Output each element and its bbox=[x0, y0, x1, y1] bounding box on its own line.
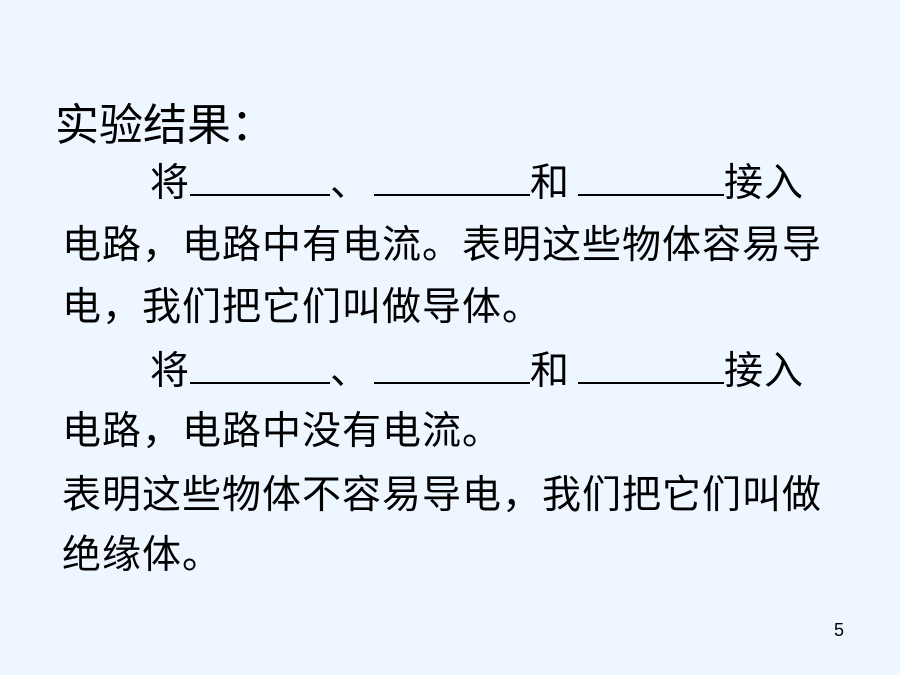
blank-6[interactable] bbox=[578, 346, 725, 384]
text: 、 bbox=[330, 349, 371, 394]
insulator-line-3: 表明这些物体不容易导电，我们把它们叫做 bbox=[62, 473, 823, 518]
conductor-line-3: 电，我们把它们叫做导体。 bbox=[62, 285, 543, 330]
text: 和 bbox=[530, 349, 571, 394]
insulator-line-4: 绝缘体。 bbox=[62, 533, 223, 578]
text: 和 bbox=[530, 161, 571, 206]
slide-title: 实验结果： bbox=[55, 100, 275, 151]
insulator-line-2: 电路，电路中没有电流。 bbox=[62, 409, 503, 454]
text: 、 bbox=[330, 161, 371, 206]
blank-4[interactable] bbox=[190, 346, 331, 384]
text: 将 bbox=[150, 349, 191, 394]
conductor-line-2: 电路，电路中有电流。表明这些物体容易导 bbox=[62, 223, 823, 268]
conductor-fill-line: 将 、 和 接入 bbox=[150, 158, 804, 208]
blank-1[interactable] bbox=[190, 158, 331, 196]
insulator-fill-line: 将 、 和 接入 bbox=[150, 346, 804, 396]
text: 将 bbox=[150, 161, 191, 206]
blank-5[interactable] bbox=[374, 346, 531, 384]
blank-2[interactable] bbox=[374, 158, 531, 196]
text: 接入 bbox=[724, 161, 805, 206]
page-number: 5 bbox=[834, 620, 845, 640]
blank-3[interactable] bbox=[578, 158, 725, 196]
text: 接入 bbox=[724, 349, 805, 394]
